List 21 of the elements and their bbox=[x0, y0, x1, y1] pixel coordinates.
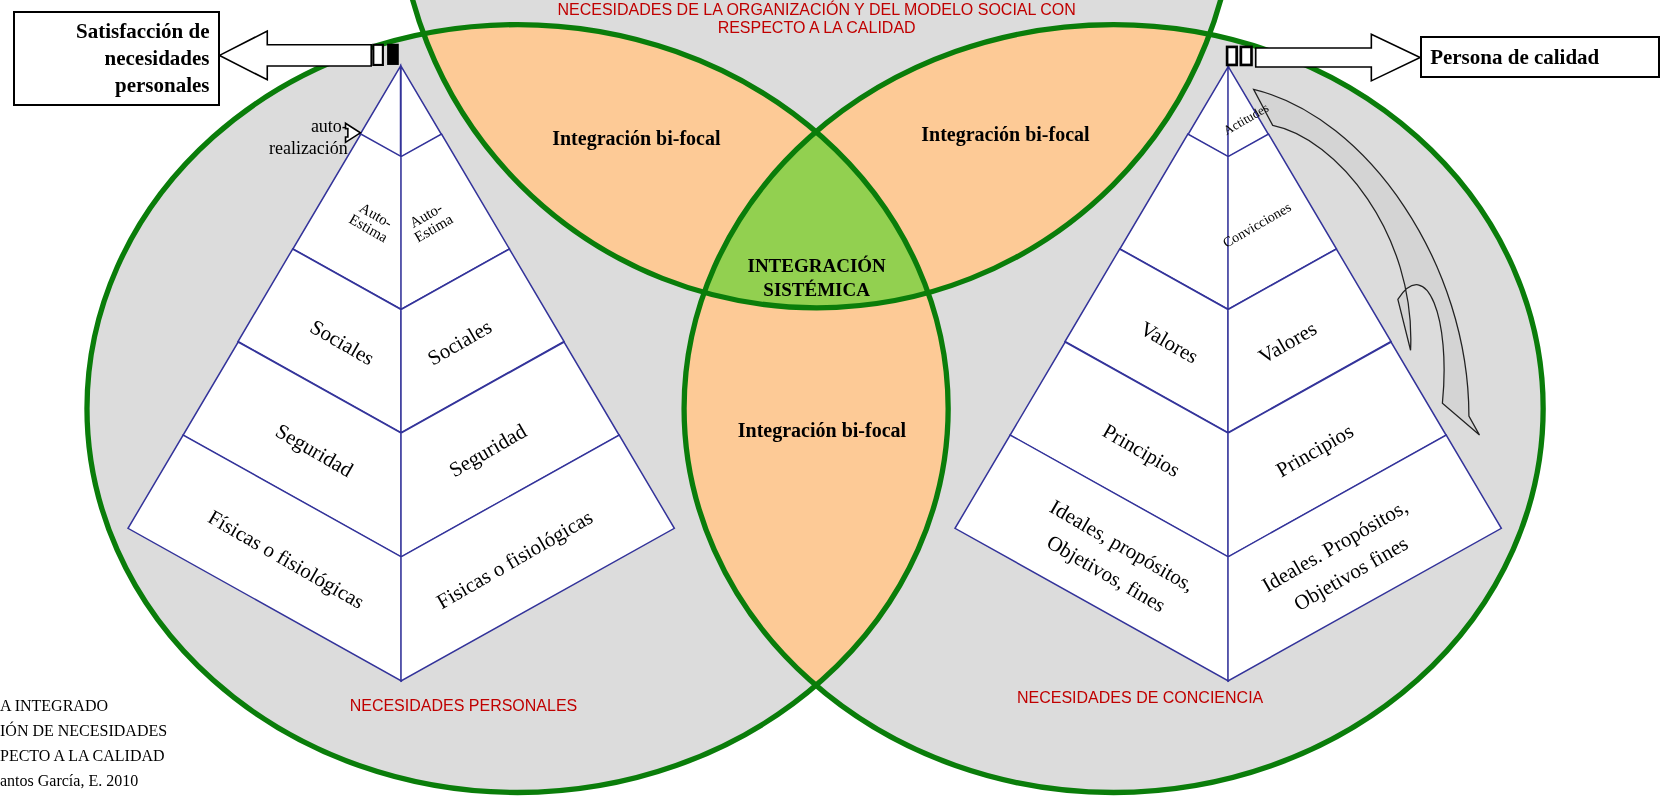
note-text: IÓN DE NECESIDADES bbox=[0, 720, 168, 741]
region-label: Integración bi-focal bbox=[921, 118, 1090, 149]
node-label: Persona de calidad bbox=[1430, 43, 1601, 71]
note-text: A INTEGRADO bbox=[0, 696, 109, 716]
block-arrow bbox=[344, 121, 362, 144]
region-label: INTEGRACIÓN SISTÉMICA bbox=[741, 253, 892, 302]
region-label: NECESIDADES DE CONCIENCIA bbox=[1017, 688, 1264, 707]
level-label: auto- realización bbox=[248, 114, 348, 162]
label-box bbox=[1420, 36, 1660, 79]
block-arrow bbox=[217, 29, 372, 82]
region-label: NECESIDADES PERSONALES bbox=[349, 697, 578, 716]
note-text: PECTO A LA CALIDAD bbox=[0, 746, 166, 766]
region-label: NECESIDADES DE LA ORGANIZACIÓN Y DEL MODELO SOCIAL CON RESPECTO A LA CALIDAD bbox=[556, 1, 1077, 38]
region-label: Integración bi-focal bbox=[737, 414, 907, 445]
block-arrow bbox=[1254, 32, 1422, 83]
note-text: antos García, E. 2010 bbox=[0, 771, 140, 791]
pyramid-segment bbox=[400, 65, 442, 157]
label-box bbox=[12, 10, 220, 107]
region-label: Integración bi-focal bbox=[552, 122, 721, 153]
pyramid-segment bbox=[400, 134, 510, 310]
node-label: Satisfacción de necesidades personales bbox=[74, 17, 210, 99]
